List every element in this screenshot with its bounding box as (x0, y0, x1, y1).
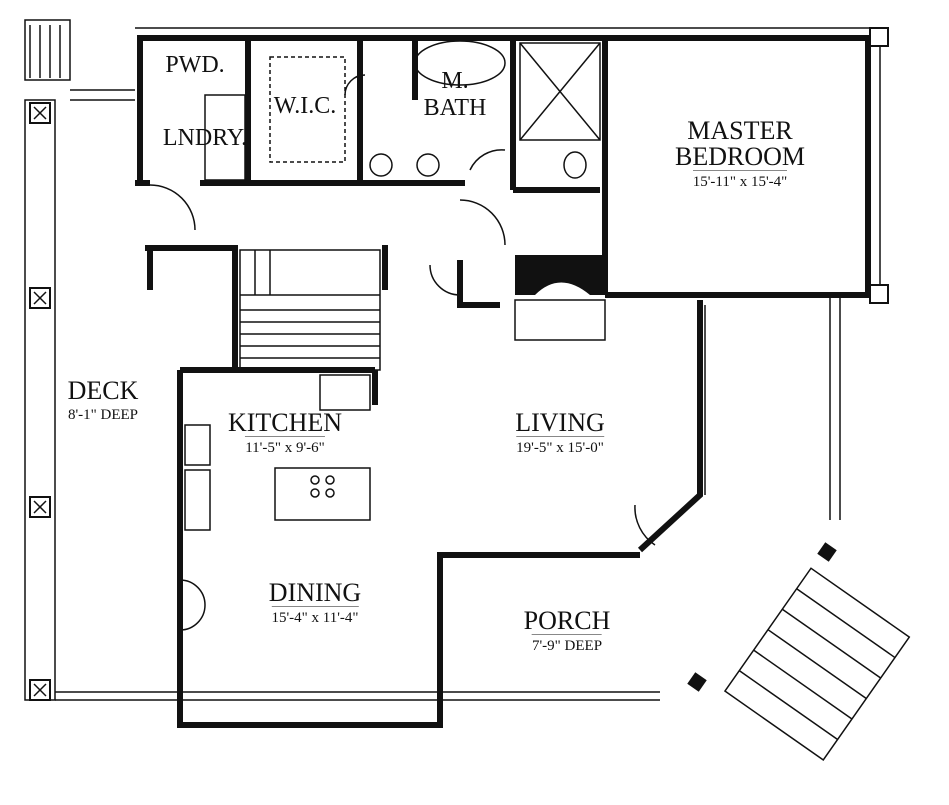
room-label-wic: W.I.C. (273, 93, 337, 119)
master-dims: 15'-11" x 15'-4" (692, 170, 788, 191)
master-line2: BEDROOM (674, 142, 806, 171)
room-label-kitchen: KITCHEN 11'-5" x 9'-6" (228, 410, 342, 457)
deck-name: DECK (67, 376, 139, 405)
fireplace (515, 255, 607, 295)
room-label-living: LIVING 19'-5" x 15'-0" (515, 410, 605, 457)
room-label-mbath: M. BATH (424, 68, 487, 122)
room-label-deck: DECK 8'-1" DEEP (68, 378, 139, 424)
porch-name: PORCH (523, 606, 611, 635)
porch-stairs (723, 567, 911, 761)
dining-name: DINING (268, 578, 362, 607)
living-name: LIVING (515, 408, 605, 437)
room-label-porch: PORCH 7'-9" DEEP (524, 608, 611, 655)
deck-outline (24, 99, 56, 701)
kitchen-name: KITCHEN (227, 408, 343, 437)
porch-dims: 7'-9" DEEP (531, 634, 603, 655)
room-label-lndry: LNDRY. (162, 125, 248, 151)
room-label-master-bedroom: MASTER BEDROOM 15'-11" x 15'-4" (675, 118, 805, 191)
dining-dims: 15'-4" x 11'-4" (271, 606, 359, 627)
kitchen-island (274, 467, 371, 521)
master-line1: MASTER (687, 116, 793, 145)
mbath-line2: BATH (423, 95, 487, 121)
kitchen-dims: 11'-5" x 9'-6" (245, 436, 325, 457)
deck-dims: 8'-1" DEEP (67, 407, 139, 423)
room-label-dining: DINING 15'-4" x 11'-4" (269, 580, 361, 627)
living-dims: 19'-5" x 15'-0" (516, 436, 604, 457)
room-label-pwd: PWD. (165, 52, 225, 78)
interior-stairs (239, 249, 381, 371)
mbath-line1: M. (441, 68, 469, 94)
